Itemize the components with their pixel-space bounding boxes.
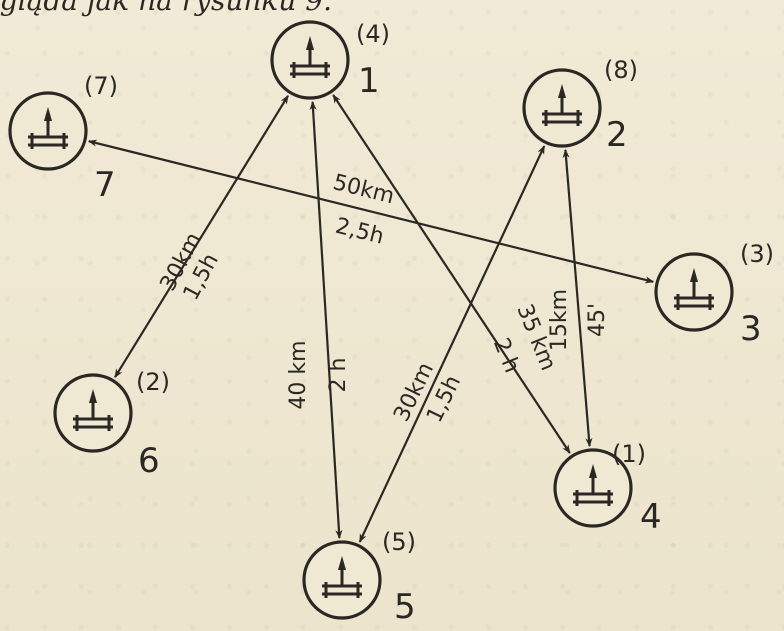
edge-time-label: 2 h: [326, 358, 351, 393]
node-4: (1) 4: [553, 440, 662, 537]
node-label: 2: [606, 115, 628, 155]
edge-time-label: 45': [585, 303, 610, 337]
edge-distance-label: 40 km: [286, 340, 311, 409]
edge-2-5: [358, 145, 546, 543]
edge-2-4: [562, 148, 593, 448]
node-label: 7: [94, 165, 116, 205]
node-label: 1: [358, 61, 380, 101]
node-badge: (4): [356, 20, 390, 48]
edges-layer: [87, 94, 655, 543]
edge-distance-label: 15km: [547, 289, 572, 351]
node-label: 5: [394, 587, 416, 627]
node-badge: (8): [604, 56, 638, 84]
node-3: (3) 3: [654, 240, 774, 349]
edge-1-6: [114, 95, 289, 378]
node-label: 6: [138, 441, 160, 481]
node-5: (5) 5: [302, 528, 416, 627]
node-2: (8) 2: [522, 56, 638, 155]
edge-time-label: 2 h: [488, 335, 524, 377]
nodes-layer: (4)1(8)2(3)3(1)4(5)5(2)6(7)7: [8, 20, 774, 627]
node-7: (7) 7: [8, 72, 118, 205]
edge-1-5: [309, 101, 343, 539]
node-badge: (7): [84, 72, 118, 100]
node-6: (2) 6: [53, 368, 170, 481]
node-1: (4)1: [270, 20, 390, 101]
edge-time-label: 2,5h: [333, 214, 387, 250]
header-text: wygląda jak na rysunku 9.: [0, 0, 332, 17]
node-badge: (1): [612, 440, 646, 468]
node-label: 4: [640, 497, 662, 537]
node-badge: (5): [382, 528, 416, 556]
node-badge: (3): [740, 240, 774, 268]
node-badge: (2): [136, 368, 170, 396]
node-label: 3: [740, 309, 762, 349]
